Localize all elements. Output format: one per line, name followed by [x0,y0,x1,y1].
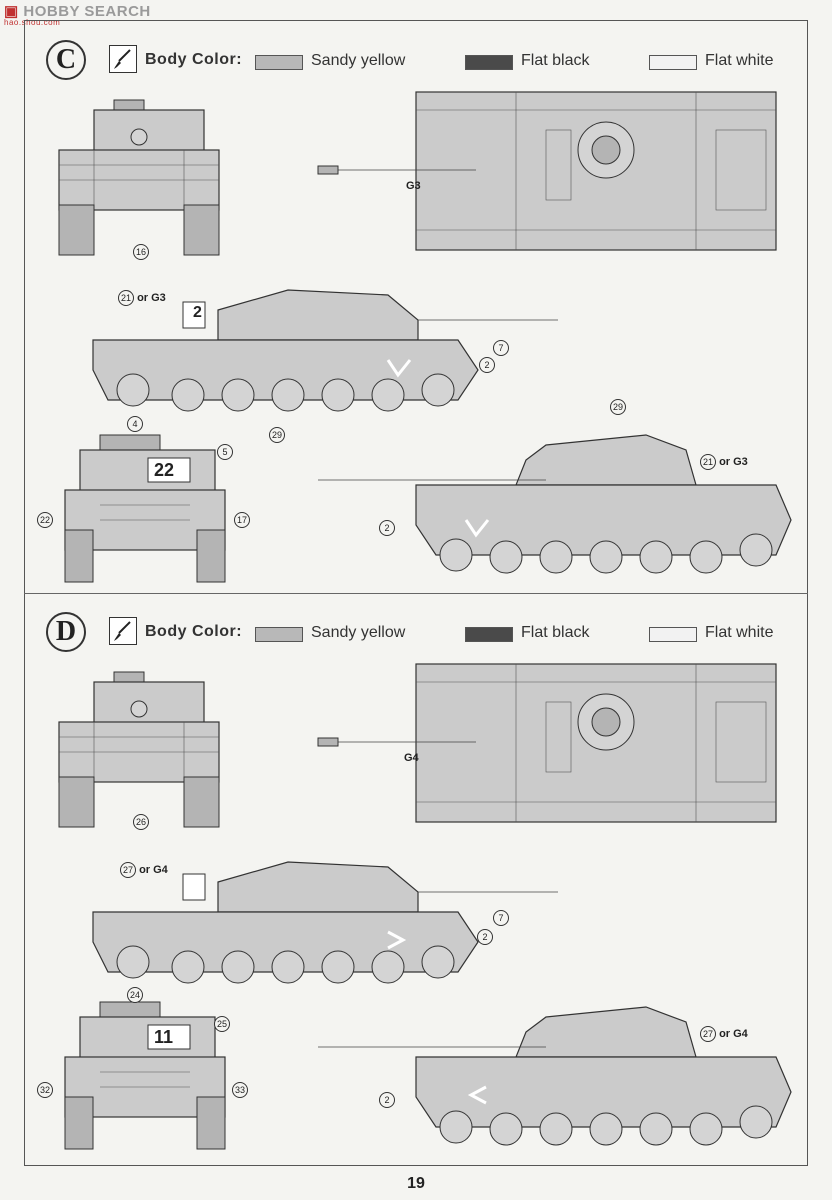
callout-rear-a: 4 [127,416,143,432]
callout-side-left-a: 27 or G4 [120,862,168,878]
callout-side-left-a: 21 or G3 [118,290,166,306]
swatch-sandy-yellow [255,55,303,70]
rear-view-drawing [64,1001,226,1150]
color-name-flat-black: Flat black [521,624,590,641]
color-name-sandy-yellow: Sandy yellow [311,52,406,69]
rear-plate-decal: 22 [154,460,175,480]
scheme-section-c: C Body Color: Sandy yellow Flat black Fl… [24,20,808,590]
watermark-brand: HOBBY SEARCH [23,3,151,20]
callout-side-right-b: 21 or G3 [700,454,748,470]
callout-side-left-b: 7 [493,340,509,356]
paintbrush-icon [109,617,137,645]
callout-side-left-c: 2 [479,357,495,373]
rear-plate-decal: 11 [154,1027,174,1047]
swatch-flat-black [465,627,513,642]
side-view-right-drawing [318,1006,792,1146]
callout-side-right-c: 2 [379,1092,395,1108]
watermark-site: hao.shou.com [4,18,61,27]
callout-side-right-b: 27 or G4 [700,1026,748,1042]
body-color-label: Body Color: [145,51,243,68]
side-view-left-drawing [92,861,558,984]
color-name-flat-white: Flat white [705,624,774,641]
callout-side-left-b: 7 [493,910,509,926]
scheme-letter-c: C [46,40,86,80]
callout-rear-d: 33 [232,1082,248,1098]
watermark-logo: ▣ [4,3,19,20]
callout-rear-a: 24 [127,987,143,1003]
scheme-section-d: D Body Color: Sandy yellow Flat black Fl… [24,592,808,1162]
top-view-drawing [317,663,777,823]
body-color-label: Body Color: [145,623,243,640]
page-number: 19 [407,1175,425,1192]
side-view-right-drawing [318,434,792,574]
front-view-drawing [58,99,220,256]
section-divider [24,593,808,594]
callout-top-view: G4 [404,752,419,764]
callout-side-left-c: 2 [477,929,493,945]
scheme-letter-d: D [46,612,86,652]
side-view-left-drawing [92,289,558,412]
turret-number-decal: 2 [193,304,202,321]
watermark: ▣ HOBBY SEARCH hao.shou.com [4,2,151,27]
top-view-drawing [317,91,777,251]
callout-rear-d: 17 [234,512,250,528]
callout-side-left-d: 29 [269,427,285,443]
callout-side-right-a: 29 [610,399,626,415]
color-name-sandy-yellow: Sandy yellow [311,624,406,641]
swatch-sandy-yellow [255,627,303,642]
swatch-flat-black [465,55,513,70]
color-name-flat-white: Flat white [705,52,774,69]
callout-side-right-c: 2 [379,520,395,536]
callout-rear-b: 25 [214,1016,230,1032]
callout-rear-c: 22 [37,512,53,528]
callout-front: 26 [133,814,149,830]
front-view-drawing [58,671,220,828]
paintbrush-icon [109,45,137,73]
callout-front: 16 [133,244,149,260]
callout-rear-b: 5 [217,444,233,460]
swatch-flat-white [649,627,697,642]
callout-top-view: G3 [406,180,421,192]
rear-view-drawing [64,434,226,583]
callout-rear-c: 32 [37,1082,53,1098]
swatch-flat-white [649,55,697,70]
color-name-flat-black: Flat black [521,52,590,69]
